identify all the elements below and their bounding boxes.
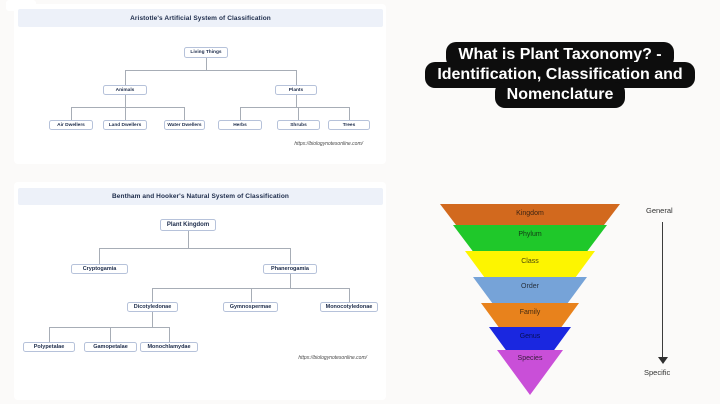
- connector-line: [110, 327, 111, 342]
- connector-line: [240, 107, 241, 120]
- connector-line: [125, 70, 126, 85]
- aristotle-chart-card: [14, 4, 386, 164]
- connector-line: [251, 288, 252, 302]
- banner-line-2: Identification, Classification and: [425, 62, 695, 88]
- node-monochlamydae: Monochlamydae: [140, 342, 198, 352]
- node-phanerogamia: Phanerogamia: [263, 264, 317, 274]
- funnel-label: Species: [517, 355, 543, 362]
- connector-line: [349, 288, 350, 302]
- specific-label: Specific: [644, 368, 671, 377]
- connector-line: [49, 327, 50, 342]
- connector-line: [184, 107, 185, 120]
- node-monocotyledonae: Monocotyledonae: [320, 302, 378, 312]
- connector-line: [49, 327, 169, 328]
- node-dicotyledonae: Dicotyledonae: [127, 302, 178, 312]
- funnel-label: Kingdom: [516, 210, 544, 217]
- node-gymnospermae: Gymnospermae: [223, 302, 278, 312]
- connector-line: [152, 288, 349, 289]
- node-living-things: Living Things: [184, 47, 228, 58]
- connector-line: [290, 274, 291, 288]
- node-plant-kingdom: Plant Kingdom: [160, 219, 216, 231]
- title-banner: What is Plant Taxonomy? - Identification…: [402, 42, 718, 108]
- connector-line: [152, 288, 153, 302]
- banner-line-3: Nomenclature: [494, 82, 626, 108]
- bentham-hooker-chart-card: [14, 182, 386, 400]
- connector-line: [349, 107, 350, 120]
- connector-line: [99, 248, 290, 249]
- connector-line: [125, 95, 126, 107]
- node-animals: Animals: [103, 85, 147, 95]
- taxonomy-funnel: Kingdom Phylum Class Order Family Genus …: [440, 204, 620, 396]
- node-cryptogamia: Cryptogamia: [71, 264, 128, 274]
- funnel-label: Order: [521, 283, 539, 290]
- connector-line: [169, 327, 170, 342]
- funnel-label: Phylum: [518, 231, 542, 238]
- connector-line: [298, 107, 299, 120]
- connector-line: [296, 95, 297, 107]
- connector-line: [125, 107, 126, 120]
- node-air-dwellers: Air Dwellers: [49, 120, 93, 130]
- node-gamopetalae: Gamopetalae: [84, 342, 137, 352]
- connector-line: [206, 58, 207, 70]
- node-herbs: Herbs: [218, 120, 262, 130]
- connector-line: [71, 107, 184, 108]
- source-url: https://biologynotesonline.com/: [298, 355, 367, 361]
- aristotle-chart-title: Aristotle's Artificial System of Classif…: [18, 9, 383, 27]
- node-plants: Plants: [275, 85, 317, 95]
- arrow-head-icon: [658, 357, 668, 364]
- node-polypetalae: Polypetalae: [23, 342, 75, 352]
- general-label: General: [646, 206, 673, 215]
- connector-line: [290, 248, 291, 264]
- connector-line: [71, 107, 72, 120]
- node-trees: Trees: [328, 120, 370, 130]
- node-land-dwellers: Land Dwellers: [103, 120, 147, 130]
- connector-line: [188, 231, 189, 248]
- source-url: https://biologynotesonline.com/: [294, 141, 363, 147]
- funnel-label: Family: [519, 309, 541, 316]
- funnel-label: Genus: [519, 333, 541, 340]
- funnel-level-species: Species: [497, 350, 563, 395]
- connector-line: [125, 70, 296, 71]
- bentham-hooker-chart-title: Bentham and Hooker's Natural System of C…: [18, 188, 383, 205]
- node-shrubs: Shrubs: [277, 120, 320, 130]
- node-water-dwellers: Water Dwellers: [164, 120, 205, 130]
- connector-line: [99, 248, 100, 264]
- funnel-label: Class: [521, 258, 539, 265]
- connector-line: [296, 70, 297, 85]
- general-to-specific-arrow: [662, 222, 663, 358]
- connector-line: [240, 107, 349, 108]
- connector-line: [152, 312, 153, 327]
